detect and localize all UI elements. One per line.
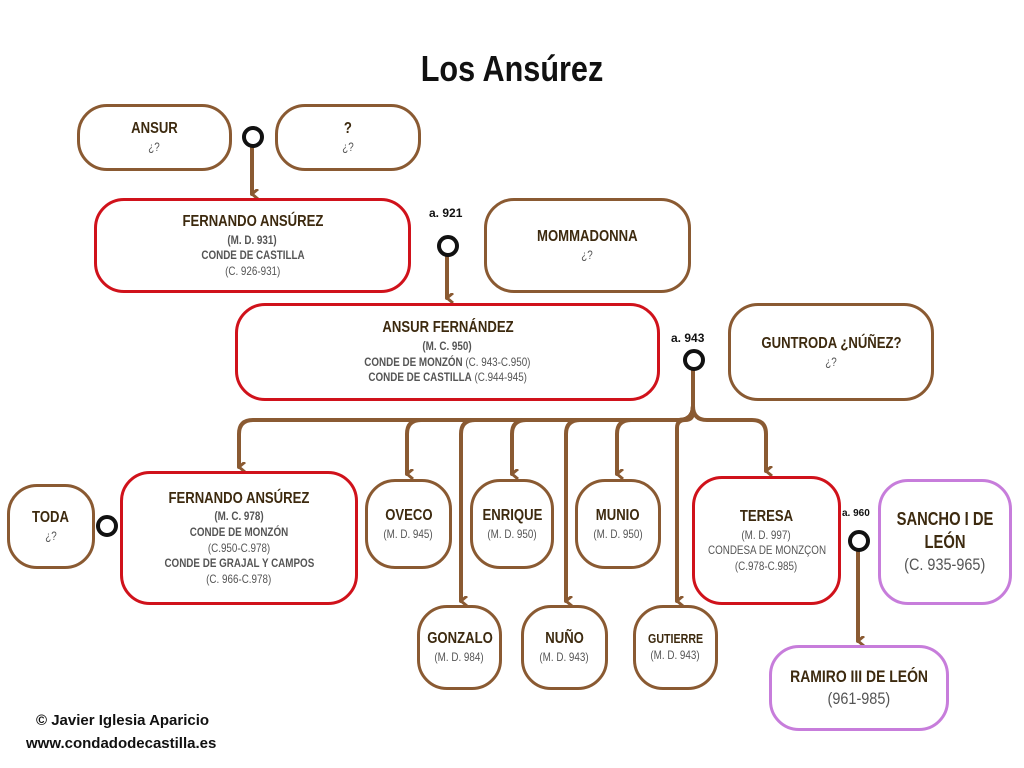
person-ansur: ANSUR ¿? [77, 104, 232, 171]
person-mommadonna: MOMMADONNA ¿? [484, 198, 691, 293]
person-dates: ¿? [825, 354, 837, 369]
person-title: CONDE DE GRAJAL Y CAMPOS [164, 556, 314, 571]
credit-author: © Javier Iglesia Aparicio [36, 712, 210, 729]
person-dates: (M. D. 950) [593, 526, 643, 541]
person-dates: (M. D. 997) [741, 527, 792, 542]
person-title-dates: (C.978-C.985) [735, 558, 798, 573]
person-unknown: ? ¿? [275, 104, 421, 171]
person-title: CONDESA DE MONZÇON [707, 543, 826, 558]
person-fernando-ansurez-2: FERNANDO ANSÚREZ (M. C. 978) CONDE DE MO… [120, 471, 358, 605]
person-sancho-i: SANCHO I DE LEÓN (C. 935-965) [878, 479, 1012, 605]
person-dates: (961-985) [827, 689, 891, 708]
person-name: GUNTRODA ¿NÚÑEZ? [760, 334, 902, 352]
person-dates: (M. D. 943) [539, 650, 590, 665]
person-dates: ¿? [581, 248, 594, 263]
person-dates: (M. D. 950) [487, 526, 537, 541]
marriage-date: a. 943 [671, 331, 705, 345]
person-title: CONDE DE CASTILLA [200, 248, 305, 263]
marriage-date: a. 960 [842, 508, 870, 519]
person-gonzalo: GONZALO (M. D. 984) [417, 605, 502, 690]
person-fernando-ansurez-1: FERNANDO ANSÚREZ (M. D. 931) CONDE DE CA… [94, 198, 411, 293]
person-name: SANCHO I DE LEÓN [896, 508, 994, 552]
descent-line-teresa [691, 369, 766, 471]
person-title-dates: (C. 966-C.978) [206, 571, 272, 586]
person-munio: MUNIO (M. D. 950) [575, 479, 661, 569]
person-name: NUÑO [545, 630, 584, 648]
person-title-dates: (C. 926-931) [224, 263, 281, 278]
person-name: OVECO [384, 506, 433, 524]
person-name: RAMIRO III DE LEÓN [790, 666, 928, 686]
marriage-ring-icon [683, 349, 705, 371]
marriage-ring-icon [848, 530, 870, 552]
person-title: CONDE DE MONZÓN (C. 943-C.950) [364, 354, 531, 369]
person-name: FERNANDO ANSÚREZ [168, 489, 310, 507]
person-name: GONZALO [426, 630, 493, 648]
person-dates: ¿? [148, 140, 161, 155]
marriage-ring-icon [96, 515, 118, 537]
person-name: GUTIERRE [647, 631, 704, 647]
person-name: TODA [32, 509, 70, 527]
person-name: MUNIO [596, 506, 640, 524]
person-title: CONDE DE MONZÓN [189, 525, 289, 539]
person-toda: TODA ¿? [7, 484, 95, 569]
person-guntroda: GUNTRODA ¿NÚÑEZ? ¿? [728, 303, 934, 401]
person-teresa: TERESA (M. D. 997) CONDESA DE MONZÇON (C… [692, 476, 841, 605]
person-dates: (M. C. 950) [422, 339, 473, 353]
person-title-dates: (C.950-C.978) [207, 540, 271, 555]
person-gutierre: GUTIERRE (M. D. 943) [633, 605, 718, 690]
person-dates: ¿? [342, 140, 354, 155]
person-ansur-fernandez: ANSUR FERNÁNDEZ (M. C. 950) CONDE DE MON… [235, 303, 660, 401]
credit-website[interactable]: www.condadodecastilla.es [26, 735, 217, 752]
person-dates: (M. D. 984) [434, 650, 485, 665]
page-title: Los Ansúrez [420, 48, 604, 89]
marriage-ring-icon [437, 235, 459, 257]
person-ramiro-iii: RAMIRO III DE LEÓN (961-985) [769, 645, 949, 731]
person-name: FERNANDO ANSÚREZ [182, 212, 323, 230]
person-enrique: ENRIQUE (M. D. 950) [470, 479, 554, 569]
person-dates: (M. D. 931) [227, 232, 278, 247]
person-name: ANSUR FERNÁNDEZ [381, 319, 514, 337]
person-dates: (M. D. 943) [650, 648, 701, 663]
person-nuno: NUÑO (M. D. 943) [521, 605, 608, 690]
person-name: TERESA [739, 507, 794, 525]
descent-line-gutierre [675, 369, 695, 601]
marriage-ring-icon [242, 126, 264, 148]
person-name: ENRIQUE [482, 506, 542, 524]
person-name: ? [343, 120, 353, 138]
person-dates: (C. 935-965) [904, 555, 986, 575]
person-name: MOMMADONNA [537, 228, 638, 246]
person-dates: (M. C. 978) [214, 509, 264, 524]
person-dates: ¿? [45, 529, 57, 544]
person-title: CONDE DE CASTILLA (C.944-945) [368, 370, 527, 385]
person-dates: (M. D. 945) [383, 526, 434, 541]
person-oveco: OVECO (M. D. 945) [365, 479, 452, 569]
marriage-date: a. 921 [429, 206, 463, 220]
person-name: ANSUR [131, 120, 178, 138]
